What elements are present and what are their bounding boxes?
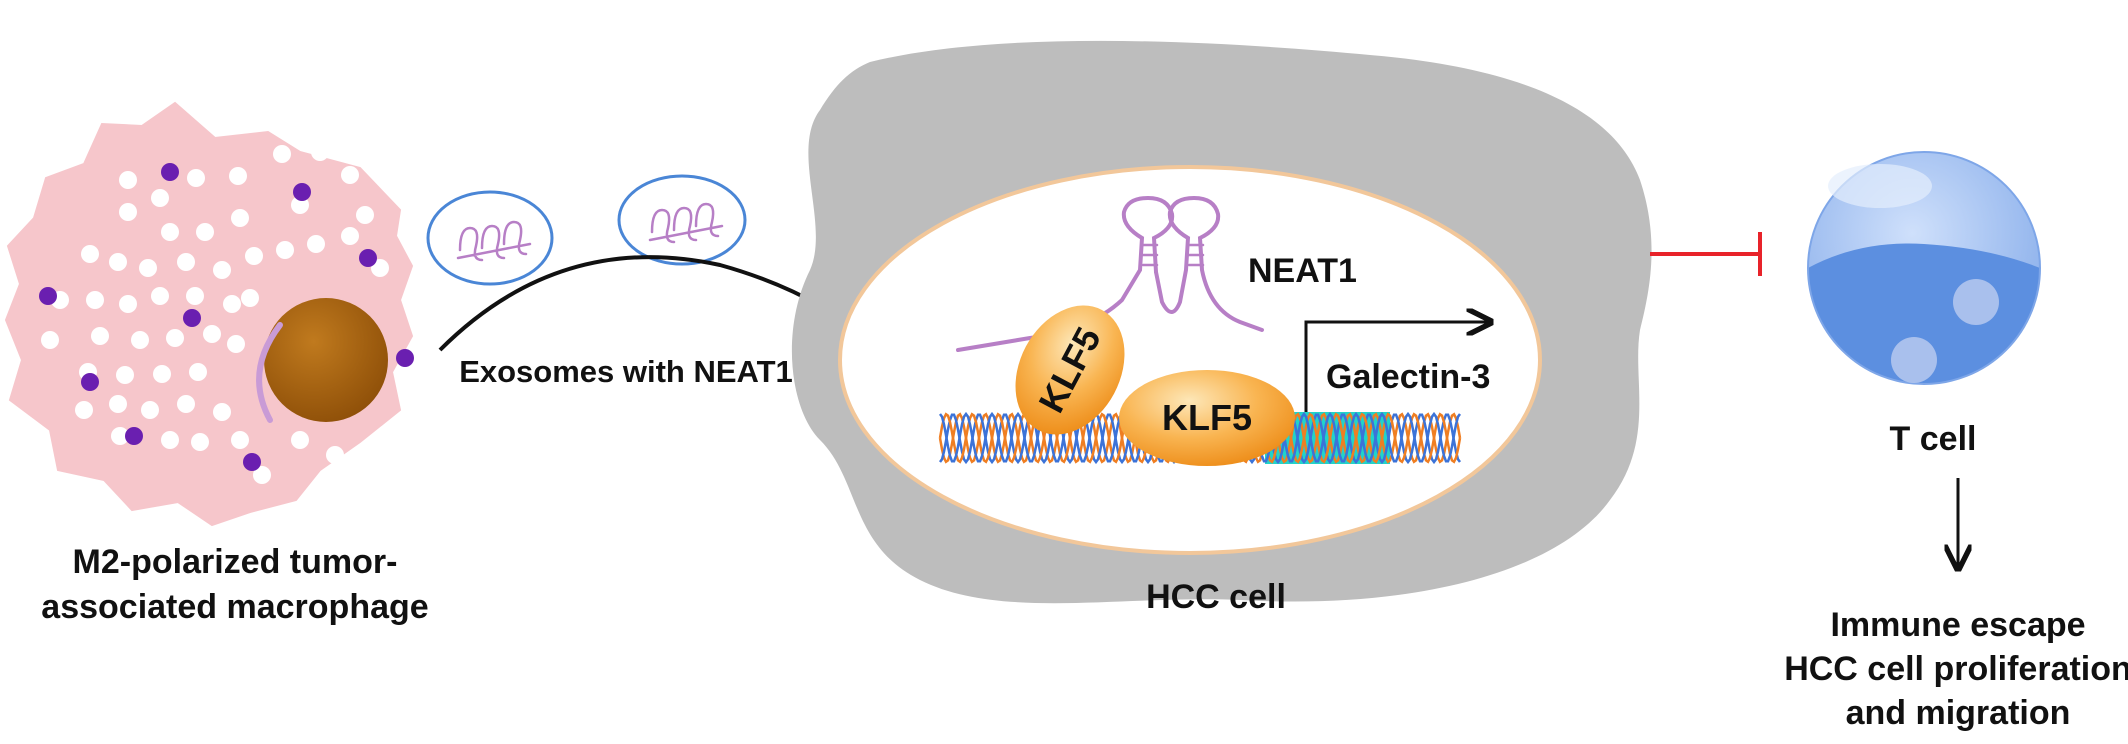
white-vesicle xyxy=(231,209,249,227)
white-vesicle xyxy=(229,167,247,185)
white-vesicle xyxy=(203,325,221,343)
white-vesicle xyxy=(276,241,294,259)
white-vesicle xyxy=(231,431,249,449)
purple-vesicle xyxy=(81,373,99,391)
purple-vesicle xyxy=(293,183,311,201)
white-vesicle xyxy=(253,466,271,484)
purple-vesicle xyxy=(161,163,179,181)
white-vesicle xyxy=(177,253,195,271)
white-vesicle xyxy=(187,169,205,187)
white-vesicle xyxy=(223,295,241,313)
white-vesicles xyxy=(41,143,389,484)
hcc-cell xyxy=(791,40,1652,604)
white-vesicle xyxy=(119,295,137,313)
transcription-arrow xyxy=(1304,322,1488,412)
neat1-label: NEAT1 xyxy=(1248,252,1357,290)
white-vesicle xyxy=(213,403,231,421)
purple-vesicle xyxy=(39,287,57,305)
purple-vesicle xyxy=(125,427,143,445)
white-vesicle xyxy=(161,223,179,241)
white-vesicle xyxy=(153,365,171,383)
klf5-label-2: KLF5 xyxy=(1162,397,1252,438)
purple-vesicle xyxy=(183,309,201,327)
macrophage-cell xyxy=(4,101,414,527)
white-vesicle xyxy=(91,327,109,345)
white-vesicle xyxy=(141,401,159,419)
t-cell xyxy=(1807,151,2041,385)
exosome-1 xyxy=(426,190,554,286)
white-vesicle xyxy=(131,331,149,349)
outcome-line3: and migration xyxy=(1846,694,2071,732)
hcc-cell-label: HCC cell xyxy=(1146,578,1286,616)
purple-vesicle xyxy=(396,349,414,367)
white-vesicle xyxy=(356,206,374,224)
klf5-protein-2: KLF5 xyxy=(1119,370,1295,466)
white-vesicle xyxy=(191,433,209,451)
white-vesicle xyxy=(119,203,137,221)
galectin3-label: Galectin-3 xyxy=(1326,358,1490,396)
purple-vesicle xyxy=(359,249,377,267)
white-vesicle xyxy=(341,227,359,245)
white-vesicle xyxy=(161,431,179,449)
purple-vesicles xyxy=(39,163,414,471)
klf5-protein-1: KLF5 xyxy=(1015,305,1125,435)
white-vesicle xyxy=(75,401,93,419)
outcome-line2: HCC cell proliferation xyxy=(1784,650,2128,688)
white-vesicle xyxy=(139,259,157,277)
exosome-2 xyxy=(617,174,747,266)
white-vesicle xyxy=(116,366,134,384)
white-vesicle xyxy=(341,166,359,184)
white-vesicle xyxy=(311,143,329,161)
macrophage-label-line1: M2-polarized tumor- xyxy=(73,543,398,581)
white-vesicle xyxy=(111,427,129,445)
white-vesicle xyxy=(177,395,195,413)
white-vesicle xyxy=(241,289,259,307)
white-vesicle xyxy=(326,446,344,464)
white-vesicle xyxy=(151,287,169,305)
white-vesicle xyxy=(196,223,214,241)
white-vesicle xyxy=(227,335,245,353)
white-vesicle xyxy=(273,145,291,163)
white-vesicle xyxy=(109,395,127,413)
white-vesicle xyxy=(307,235,325,253)
white-vesicle xyxy=(186,287,204,305)
white-vesicle xyxy=(371,259,389,277)
macrophage-label-line2: associated macrophage xyxy=(41,588,428,626)
inhibition-arrow xyxy=(1650,232,1762,276)
white-vesicle xyxy=(86,291,104,309)
white-vesicle xyxy=(119,171,137,189)
exosome-arrow-label: Exosomes with NEAT1 xyxy=(459,354,793,389)
white-vesicle xyxy=(151,189,169,207)
white-vesicle xyxy=(41,331,59,349)
outcome-line1: Immune escape xyxy=(1830,606,2085,644)
white-vesicle xyxy=(245,247,263,265)
macrophage-nucleus xyxy=(256,298,388,423)
t-cell-label: T cell xyxy=(1890,420,1977,458)
white-vesicle xyxy=(213,261,231,279)
white-vesicle xyxy=(189,363,207,381)
white-vesicle xyxy=(166,329,184,347)
white-vesicle xyxy=(81,245,99,263)
white-vesicle xyxy=(109,253,127,271)
white-vesicle xyxy=(291,431,309,449)
purple-vesicle xyxy=(243,453,261,471)
